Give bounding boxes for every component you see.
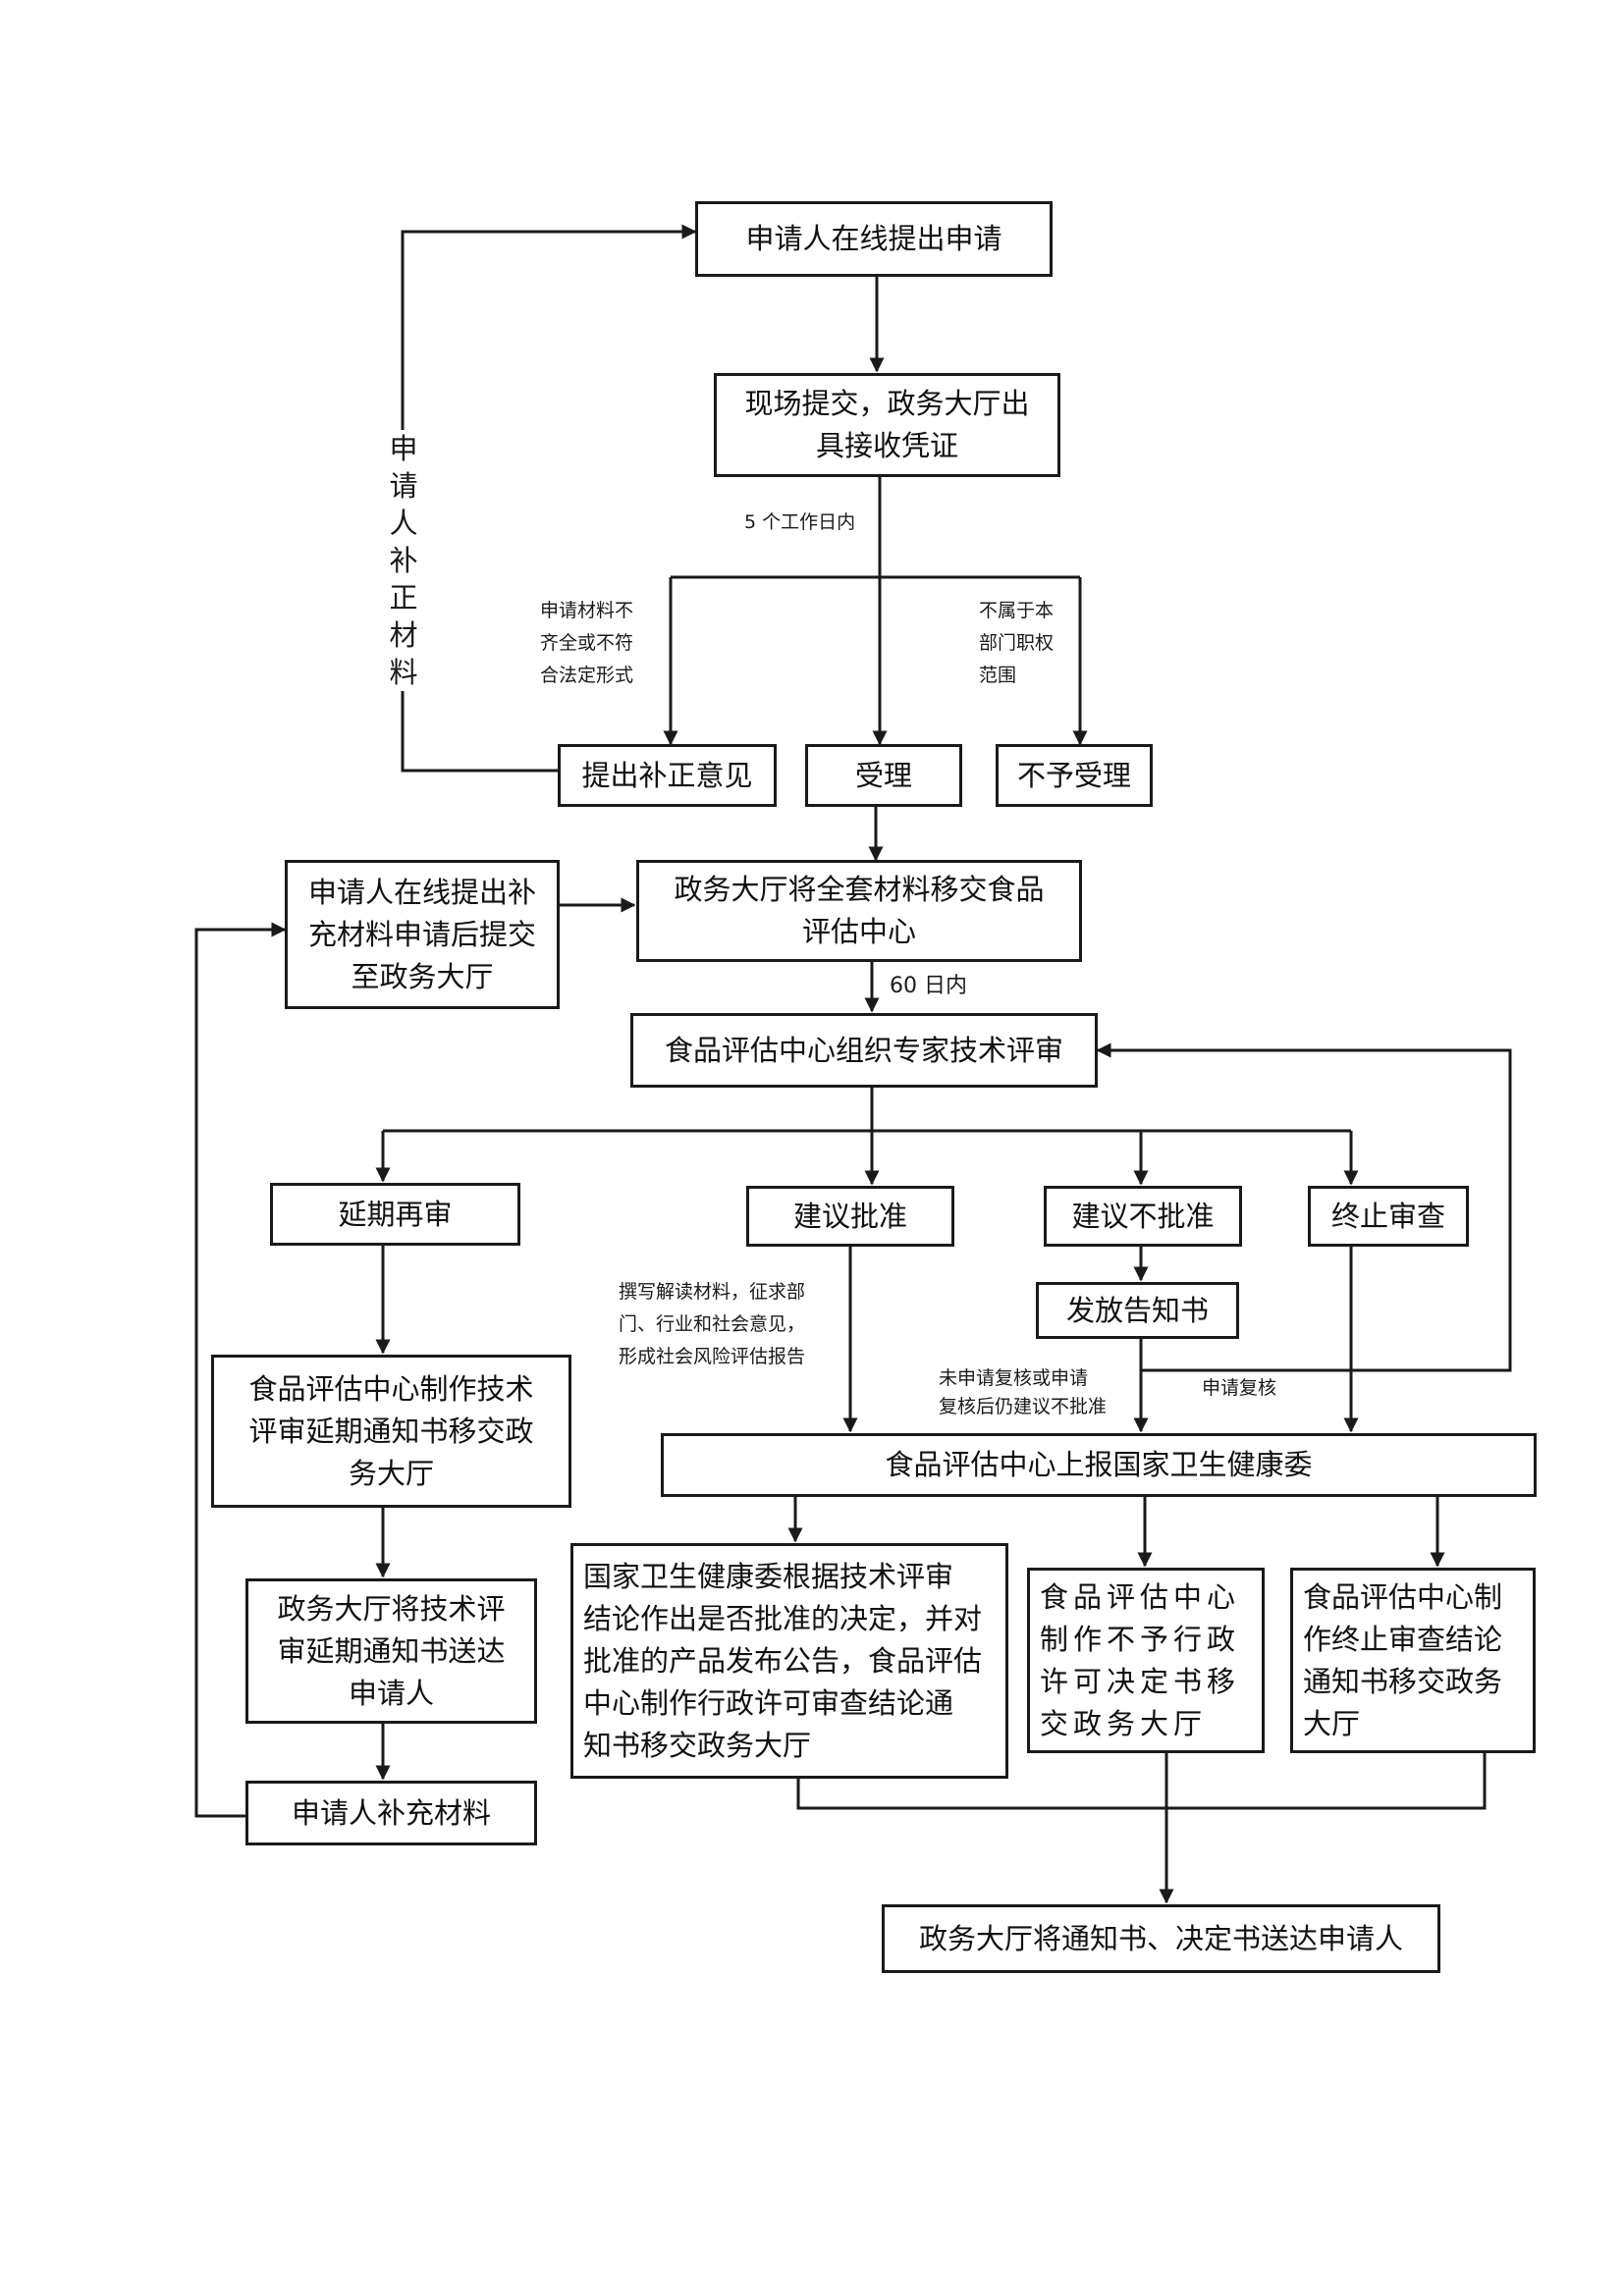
note-apply-recheck: 申请复核: [1202, 1377, 1277, 1399]
line-recheck-loop: [1096, 1042, 1512, 1372]
suggest-reject-label: 建议不批准: [1071, 1199, 1215, 1233]
apply-online-label: 申请人在线提出申请: [745, 222, 1002, 255]
extend-review-label: 延期再审: [338, 1197, 453, 1231]
line-supplement-loop: [194, 922, 287, 1818]
terminate-review-box: 终止审查: [1308, 1186, 1469, 1247]
termination-notice-box: 食品评估中心制 作终止审查结论 通知书移交政务 大厅: [1290, 1568, 1536, 1753]
supplement-online-label: 申请人在线提出补 充材料申请后提交 至政务大厅: [307, 875, 536, 993]
deliver-final-box: 政务大厅将通知书、决定书送达申请人: [882, 1904, 1440, 1973]
line-nhc-to-merge: [796, 1779, 1166, 1810]
issue-notice-label: 发放告知书: [1065, 1293, 1209, 1327]
request-correction-label: 提出补正意见: [581, 758, 753, 792]
transfer-materials-label: 政务大厅将全套材料移交食品 评估中心: [674, 873, 1045, 948]
note-within-60-days: 60 日内: [890, 974, 967, 998]
no-license-decision-box: 食品评估中心 制作不予行政 许可决定书移 交政务大厅: [1027, 1568, 1265, 1753]
applicant-supplement-label: 申请人补充材料: [291, 1795, 491, 1830]
suggest-reject-box: 建议不批准: [1044, 1186, 1242, 1247]
suggest-approve-box: 建议批准: [746, 1186, 954, 1247]
suggest-approve-label: 建议批准: [792, 1199, 907, 1233]
expert-review-box: 食品评估中心组织专家技术评审: [630, 1013, 1098, 1088]
note-no-recheck: 未申请复核或申请 复核后仍建议不批准: [939, 1367, 1108, 1417]
apply-online-box: 申请人在线提出申请: [695, 201, 1053, 277]
accept-box: 受理: [805, 744, 962, 807]
applicant-supplement-box: 申请人补充材料: [245, 1781, 537, 1845]
transfer-materials-box: 政务大厅将全套材料移交食品 评估中心: [636, 860, 1082, 962]
accept-label: 受理: [854, 758, 912, 792]
extend-review-box: 延期再审: [270, 1183, 520, 1246]
request-correction-box: 提出补正意见: [558, 744, 777, 807]
note-supplement-vertical: 申请人补正材料: [386, 430, 421, 691]
note-incomplete: 申请材料不 齐全或不符 合法定形式: [540, 600, 634, 686]
report-nhc-box: 食品评估中心上报国家卫生健康委: [661, 1433, 1537, 1497]
extension-notice-box: 食品评估中心制作技术 评审延期通知书移交政 务大厅: [211, 1355, 571, 1508]
deliver-extension-box: 政务大厅将技术评 审延期通知书送达 申请人: [245, 1578, 537, 1724]
reject-box: 不予受理: [996, 744, 1153, 807]
note-within-5-days: 5 个工作日内: [744, 511, 856, 533]
supplement-online-box: 申请人在线提出补 充材料申请后提交 至政务大厅: [285, 860, 560, 1009]
reject-label: 不予受理: [1016, 758, 1131, 792]
termination-notice-label: 食品评估中心制 作终止审查结论 通知书移交政务 大厅: [1303, 1579, 1503, 1740]
no-license-decision-label: 食品评估中心 制作不予行政 许可决定书移 交政务大厅: [1040, 1579, 1241, 1740]
onsite-submit-label: 现场提交，政务大厅出 具接收凭证: [744, 387, 1030, 462]
extension-notice-label: 食品评估中心制作技术 评审延期通知书移交政 务大厅: [248, 1371, 534, 1490]
onsite-submit-box: 现场提交，政务大厅出 具接收凭证: [714, 373, 1060, 477]
expert-review-label: 食品评估中心组织专家技术评审: [664, 1033, 1063, 1067]
report-nhc-label: 食品评估中心上报国家卫生健康委: [885, 1448, 1313, 1481]
deliver-extension-label: 政务大厅将技术评 审延期通知书送达 申请人: [277, 1591, 506, 1710]
deliver-final-label: 政务大厅将通知书、决定书送达申请人: [918, 1921, 1403, 1955]
note-write-materials: 撰写解读材料，征求部 门、行业和社会意见， 形成社会风险评估报告: [619, 1281, 806, 1367]
nhc-decision-box: 国家卫生健康委根据技术评审 结论作出是否批准的决定，并对 批准的产品发布公告，食…: [570, 1543, 1008, 1779]
note-out-of-scope: 不属于本 部门职权 范围: [979, 600, 1055, 686]
nhc-decision-label: 国家卫生健康委根据技术评审 结论作出是否批准的决定，并对 批准的产品发布公告，食…: [583, 1559, 983, 1762]
terminate-review-label: 终止审查: [1330, 1199, 1445, 1233]
issue-notice-box: 发放告知书: [1036, 1282, 1239, 1339]
line-termination-to-merge: [1166, 1753, 1487, 1810]
